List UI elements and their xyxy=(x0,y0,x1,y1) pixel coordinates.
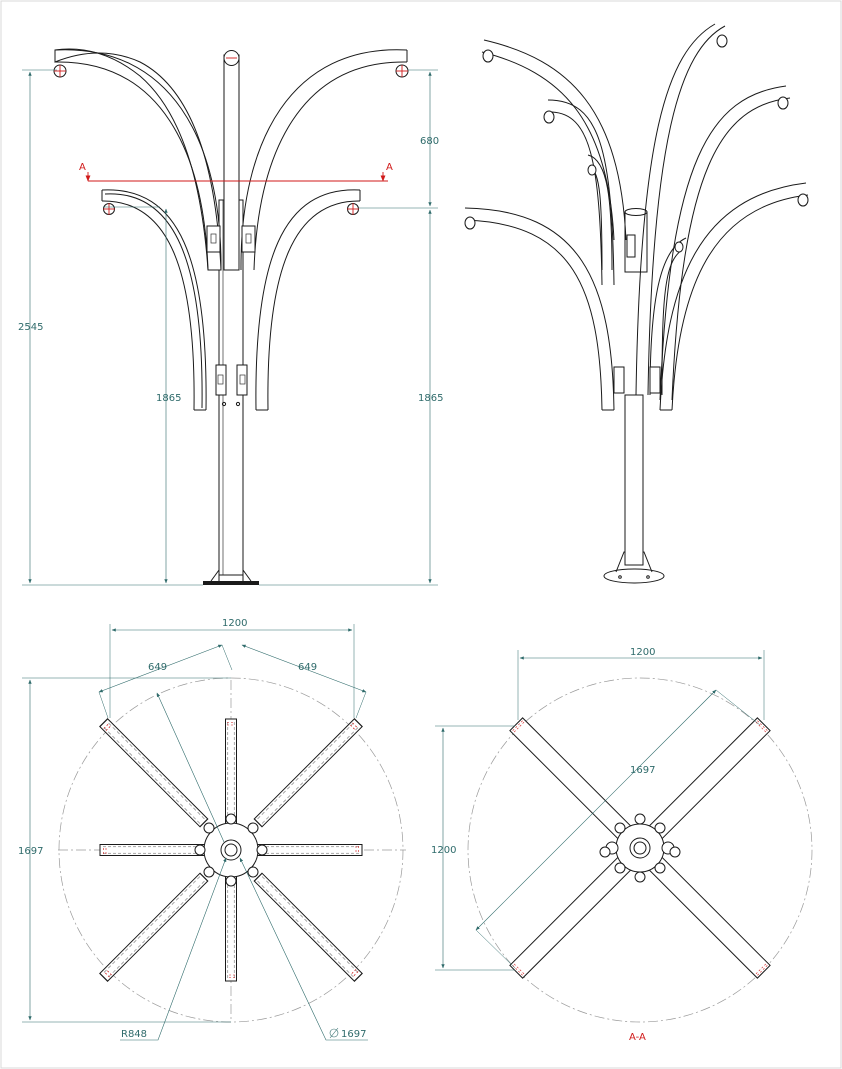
section-view-a-a xyxy=(467,677,813,1023)
section-view-dimensions: 1200 1200 1697 A-A xyxy=(431,647,765,1043)
dim-section-width: 1200 xyxy=(630,647,655,658)
dim-top-height: 1697 xyxy=(18,846,43,857)
dim-diameter: 1697 xyxy=(341,1029,366,1040)
dim-section-diagonal: 1697 xyxy=(630,765,655,776)
dim-overall-height: 2545 xyxy=(18,322,43,333)
dim-arm-left: 649 xyxy=(148,662,167,673)
section-marker-a-a: A A xyxy=(79,162,393,182)
dim-section-height: 1200 xyxy=(431,845,456,856)
dim-radius: R848 xyxy=(121,1029,147,1040)
section-reach-circle xyxy=(467,677,813,1023)
dim-lower-height-left: 1865 xyxy=(156,393,181,404)
section-label-left: A xyxy=(79,162,86,173)
dim-upper-height: 680 xyxy=(420,136,439,147)
top-view-dimensions: 1200 649 649 1697 R848 1697 xyxy=(18,618,368,1041)
front-view-dimensions: 2545 1865 680 1865 xyxy=(18,69,443,586)
top-view-8-arm xyxy=(58,677,406,1023)
section-label-right: A xyxy=(386,162,393,173)
section-title: A-A xyxy=(629,1032,646,1043)
isometric-view xyxy=(464,23,809,584)
dim-top-width: 1200 xyxy=(222,618,247,629)
center-tube xyxy=(223,54,240,271)
dim-arm-right: 649 xyxy=(298,662,317,673)
dim-lower-height-right: 1865 xyxy=(418,393,443,404)
front-view xyxy=(53,48,409,585)
